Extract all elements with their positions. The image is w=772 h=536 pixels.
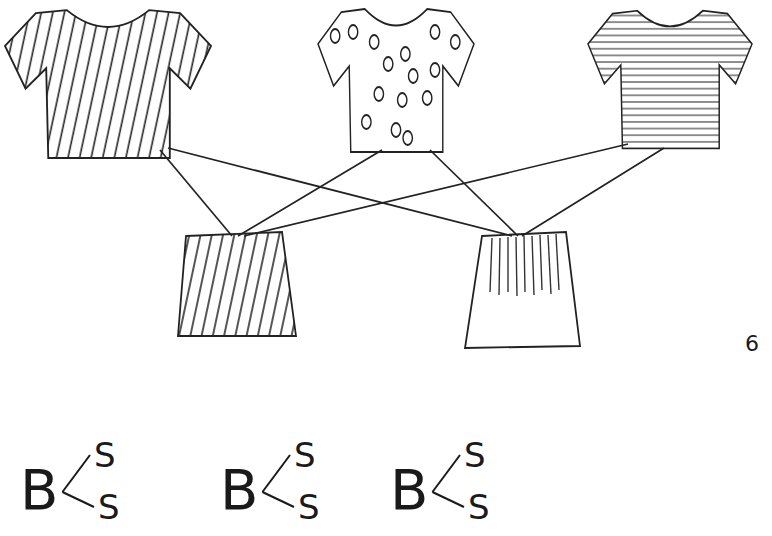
tree-root-letter: B [220,462,258,518]
shirt-outline [318,9,474,152]
horizontal-striped-shirt [588,11,752,149]
tree-branch [262,455,290,492]
tree-leaf-letter: S [294,438,316,472]
striped-skirt [178,232,296,336]
striped-shirt [5,10,211,158]
count-number: 6 [745,333,759,355]
tree-branch [62,492,94,507]
tree-root-letter: B [390,462,428,518]
shirt-outline [588,11,752,149]
combination-lines [160,144,664,236]
skirt-stripes [490,234,559,296]
dots [330,25,459,145]
shirt-outline [5,10,211,158]
tree-branch [432,492,464,507]
tree-branch [432,455,460,492]
plain-skirt [465,232,580,348]
tree-root-letter: B [20,462,58,518]
dotted-shirt [318,9,474,152]
tree-leaf-letter: S [94,438,116,472]
tree-leaf-letter: S [468,490,490,524]
tree-leaf-letter: S [298,490,320,524]
tree-leaf-letter: S [464,438,486,472]
tree-branch [262,492,294,507]
skirt-outline [465,232,580,348]
tree-branch [62,455,90,492]
tree-leaf-letter: S [98,490,120,524]
